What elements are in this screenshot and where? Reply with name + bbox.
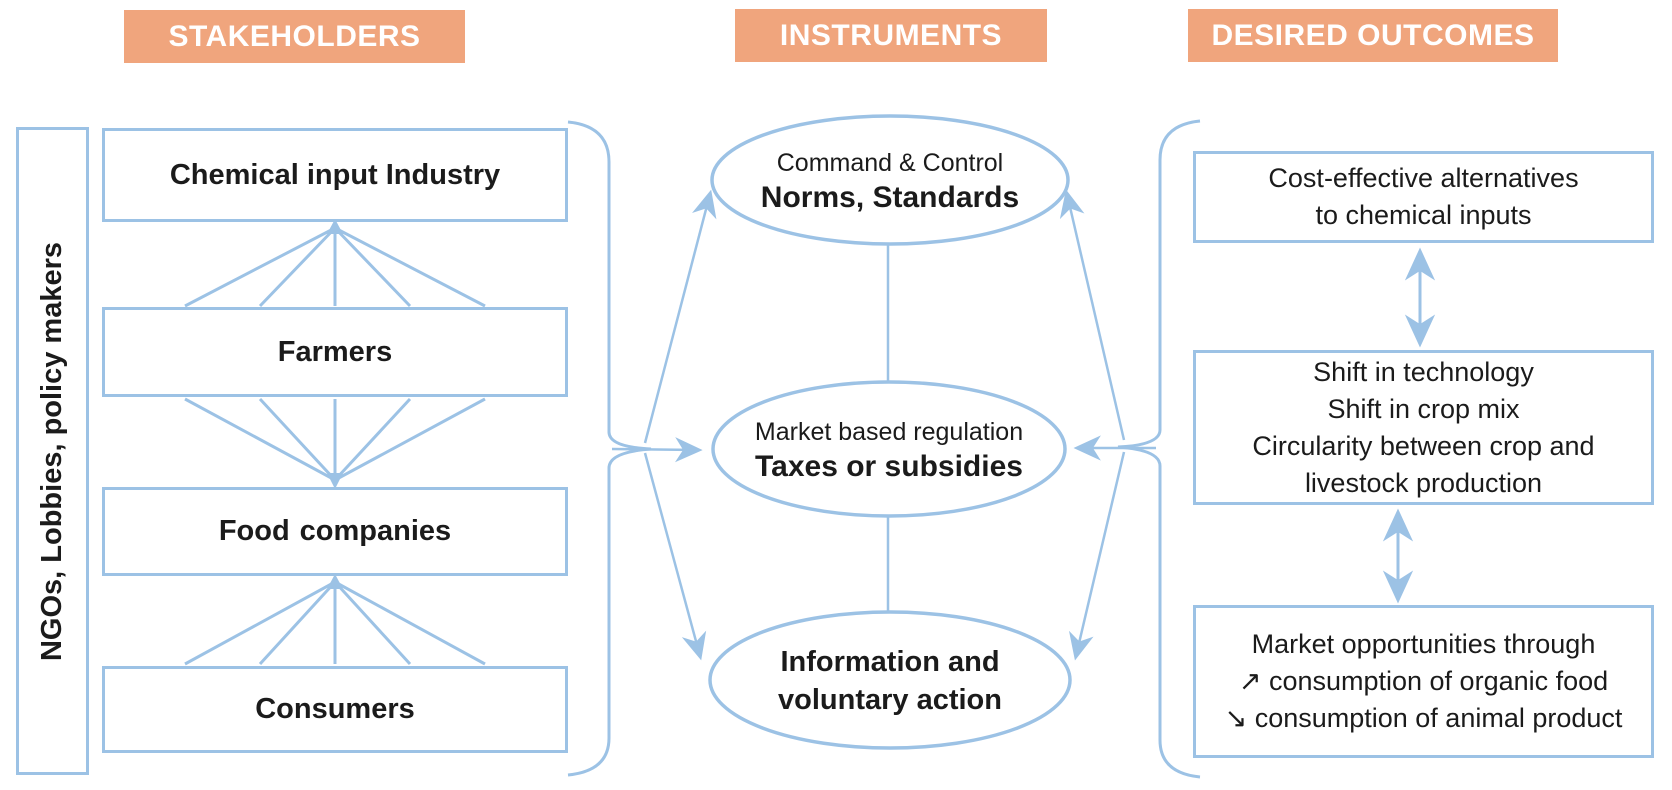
ellipse-title-line2: voluntary action — [778, 684, 1002, 716]
command-control-ellipse — [710, 114, 1070, 246]
ellipse-subtitle: Command & Control — [776, 148, 1004, 177]
stakeholder-box-consumers: Consumers — [102, 666, 568, 753]
ellipse-subtitle: Market based regulation — [754, 417, 1024, 446]
box-label-prefix: Food — [218, 515, 290, 547]
market-regulation-ellipse — [711, 380, 1067, 518]
stakeholder-box-chemical-input-industry: Chemical input Industry — [102, 128, 568, 222]
ngos-lobbies-policy-makers-box: NGOs, Lobbies, policy makers — [16, 127, 89, 775]
header-desired-outcomes: DESIRED OUTCOMES — [1188, 9, 1558, 62]
outcome-box-shift-technology: Shift in technology Shift in crop mix Ci… — [1193, 350, 1654, 505]
ellipse-title: Taxes or subsidies — [755, 449, 1023, 483]
box-label: Chemical input Industry — [169, 158, 501, 191]
arrows-outcomes-to-instruments — [1059, 189, 1156, 661]
arrows-stakeholders-to-instruments — [611, 189, 717, 661]
outcome-box-market-opportunities: Market opportunities through ↗ consumpti… — [1193, 605, 1654, 758]
fan-arrows-farmers-food — [184, 397, 486, 489]
side-label: NGOs, Lobbies, policy makers — [36, 241, 68, 661]
up-arrowhead-icon — [327, 574, 343, 589]
outcome-line: Market opportunities through — [1251, 629, 1596, 659]
up-arrowhead-icon — [327, 219, 343, 234]
market-regulation-label: Market based regulation Taxes or subsidi… — [713, 410, 1065, 490]
ellipse-title-line1: Information and — [780, 646, 1000, 678]
outcome-line: ↗ consumption of organic food — [1238, 666, 1609, 696]
fan-arrows-chemical-farmers — [184, 219, 486, 308]
stakeholder-box-farmers: Farmers — [102, 307, 568, 397]
fan-arrows-consumers-food — [184, 574, 486, 666]
header-stakeholders: STAKEHOLDERS — [124, 10, 465, 63]
down-arrowhead-icon — [327, 473, 343, 489]
outcome-line: to chemical inputs — [1315, 200, 1532, 230]
command-control-label: Command & Control Norms, Standards — [712, 140, 1068, 222]
outcome-line: Cost-effective alternatives — [1268, 163, 1579, 193]
header-instruments: INSTRUMENTS — [735, 9, 1047, 62]
information-ellipse — [708, 610, 1072, 750]
box-label: companies — [299, 515, 452, 547]
outcome-line: Circularity between crop and — [1252, 430, 1595, 461]
information-voluntary-label: Information and voluntary action — [714, 640, 1066, 722]
outcome-line: Shift in crop mix — [1327, 393, 1520, 424]
outcome-line: ↘ consumption of animal product — [1224, 703, 1623, 733]
box-label: Farmers — [277, 335, 393, 368]
outcome-line: Shift in technology — [1313, 356, 1534, 387]
outcome-box-cost-effective: Cost-effective alternatives to chemical … — [1193, 151, 1654, 243]
stakeholder-box-food-companies: Food companies — [102, 487, 568, 576]
outcome-line: livestock production — [1304, 467, 1543, 498]
box-label: Consumers — [255, 693, 415, 725]
ellipse-title: Norms, Standards — [760, 180, 1020, 214]
